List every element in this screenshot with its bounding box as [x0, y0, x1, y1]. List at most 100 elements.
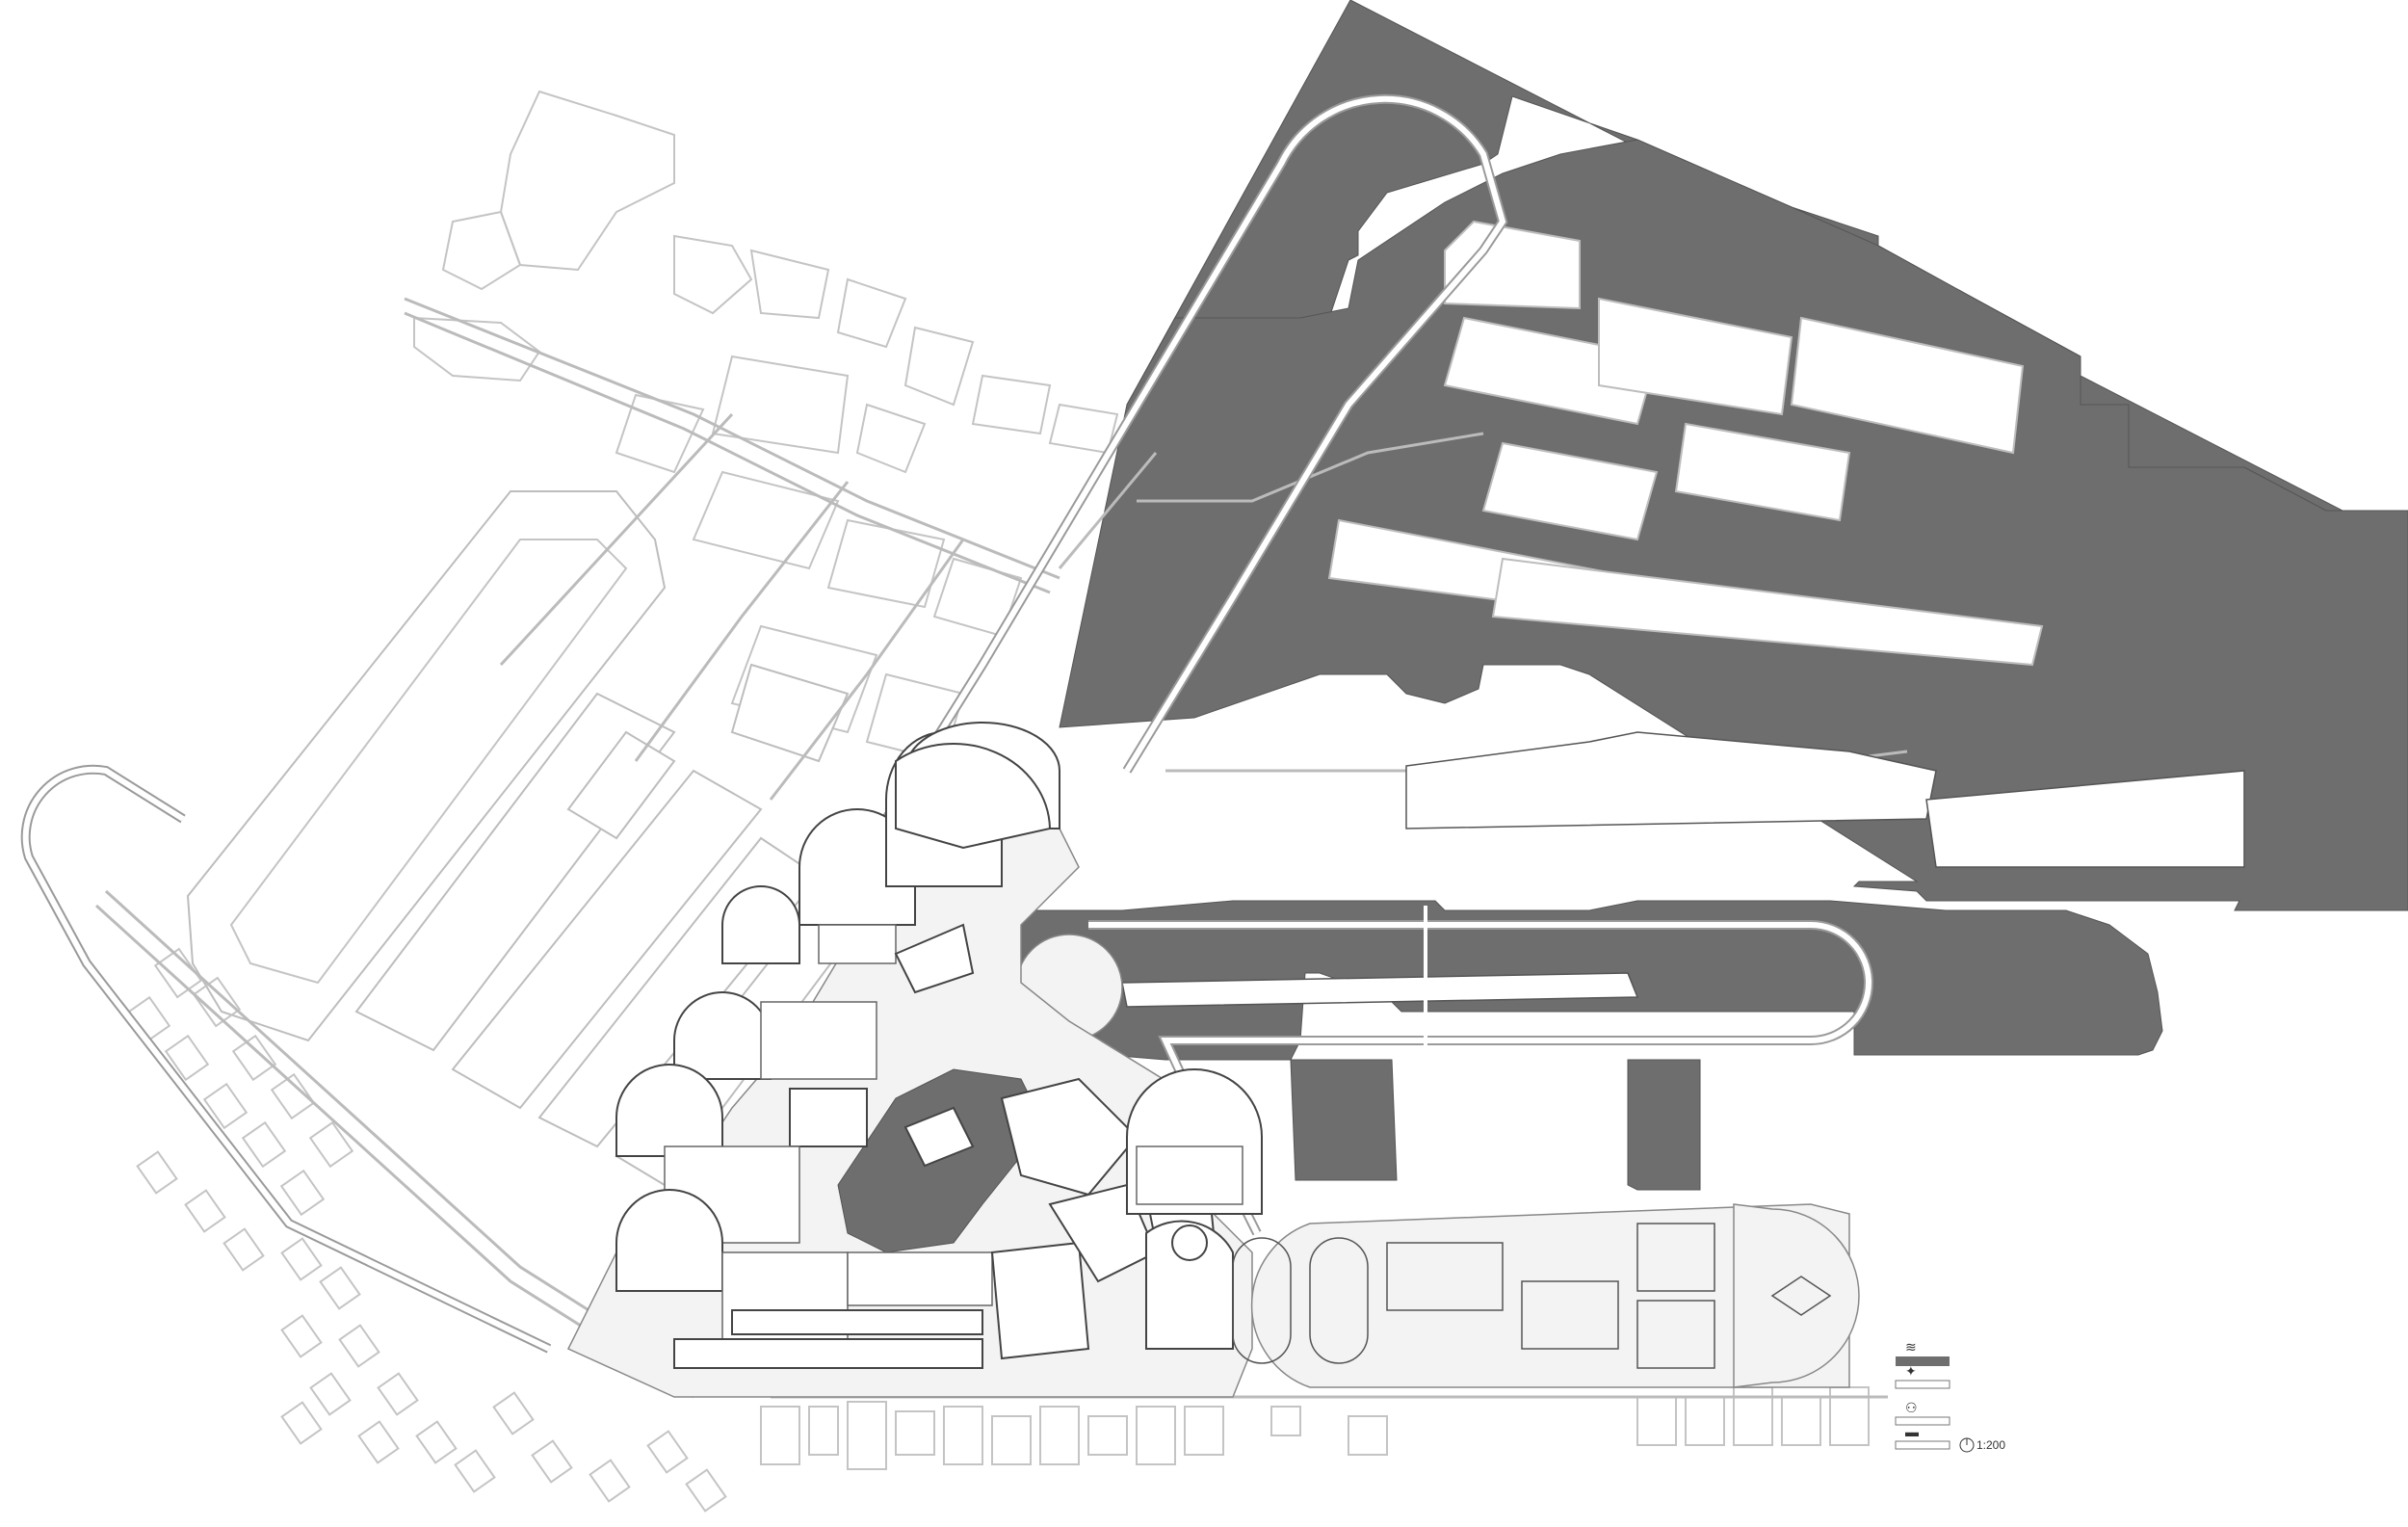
existing-house: [280, 1237, 323, 1281]
sw-small-buildings: [125, 947, 727, 1513]
existing-house: [377, 1372, 419, 1416]
existing-building: [1136, 1406, 1176, 1465]
existing-building: [760, 1406, 800, 1465]
block: [760, 1001, 877, 1080]
existing-building: [1270, 1406, 1301, 1436]
block: [1000, 1077, 1139, 1197]
block: [990, 1241, 1090, 1360]
rounded-block: [615, 1189, 723, 1292]
round-pavilion: [1171, 1224, 1208, 1261]
south-dock-1: [1290, 1059, 1398, 1181]
existing-house: [279, 1169, 326, 1217]
loop-promenades: [20, 93, 1873, 1354]
legend-walk: ✦: [1895, 1363, 1950, 1389]
existing-block: [451, 769, 763, 1110]
existing-block: [413, 316, 541, 382]
existing-house: [589, 1459, 631, 1503]
existing-warehouse-inner: [229, 539, 628, 985]
pedestrian-icon: ✦: [1905, 1363, 1917, 1379]
row-block: [673, 1338, 983, 1369]
soccer-field: [1636, 1223, 1715, 1292]
block: [789, 1088, 868, 1147]
east-finger-pier: [1405, 731, 1937, 829]
existing-house: [454, 1449, 496, 1493]
field-grid: [1386, 1242, 1504, 1311]
existing-building: [1781, 1396, 1821, 1446]
legend-bike: ⚇: [1895, 1400, 1950, 1426]
existing-building: [1685, 1396, 1725, 1446]
existing-house: [338, 1324, 380, 1368]
baseball-diamond: [1770, 1276, 1832, 1316]
scale-label: 1:200: [1976, 1438, 2005, 1452]
bicycle-icon: ⚇: [1905, 1400, 1918, 1415]
existing-house: [192, 976, 242, 1028]
existing-house: [685, 1468, 727, 1513]
legend-walk-bar: [1895, 1380, 1950, 1389]
existing-building: [991, 1415, 1032, 1465]
road: [499, 412, 734, 667]
soccer-field: [1521, 1280, 1619, 1350]
existing-house: [270, 1072, 316, 1120]
existing-block: [499, 90, 675, 272]
rounded-block: [673, 991, 772, 1080]
existing-house: [492, 1391, 535, 1435]
block: [894, 923, 975, 994]
rounded-block: [721, 885, 800, 964]
existing-house: [308, 1120, 354, 1169]
existing-block: [692, 470, 840, 570]
road: [769, 539, 965, 801]
existing-block: [673, 234, 753, 315]
existing-building: [1087, 1415, 1128, 1456]
existing-block: [1444, 220, 1581, 310]
existing-building: [1184, 1406, 1224, 1456]
block: [818, 924, 897, 964]
existing-house: [309, 1372, 352, 1416]
existing-house: [164, 1034, 210, 1082]
existing-block: [730, 663, 850, 763]
existing-block: [1491, 557, 2044, 667]
existing-house: [136, 1150, 178, 1195]
existing-house: [357, 1420, 400, 1464]
piers: [1015, 731, 2245, 1050]
road: [634, 481, 850, 762]
existing-house: [231, 1034, 277, 1082]
harbour-channel: [1059, 139, 2408, 911]
existing-building: [895, 1410, 935, 1456]
sports-park-ground: [1250, 1203, 1850, 1388]
existing-block: [1048, 403, 1119, 455]
existing-block: [1481, 441, 1659, 541]
existing-block: [711, 355, 850, 455]
existing-block: [749, 249, 830, 320]
civic-pavilion: [903, 1106, 975, 1168]
existing-building: [943, 1406, 983, 1465]
existing-house: [184, 1189, 226, 1233]
existing-block: [1674, 422, 1851, 522]
existing-block: [836, 277, 907, 349]
existing-house: [415, 1420, 458, 1464]
amphitheatre-block: [895, 742, 1052, 850]
existing-block: [1790, 316, 2025, 455]
existing-house: [280, 1401, 323, 1445]
existing-house: [646, 1430, 689, 1474]
legend: ≋ ✦ ⚇ ▬ 1:200: [1895, 1339, 2005, 1453]
existing-block: [566, 730, 676, 840]
legend-swim: ≋: [1896, 1339, 1950, 1366]
row-block: [731, 1309, 983, 1335]
existing-block: [903, 326, 975, 407]
existing-block: [826, 518, 946, 609]
existing-block: [441, 210, 522, 291]
long-pier: [1121, 972, 1639, 1008]
harbour-water: [986, 0, 2408, 1191]
existing-house: [222, 1227, 265, 1272]
legend-scale: 1:200: [1959, 1437, 2005, 1453]
legend-car-bar: [1895, 1440, 1950, 1450]
existing-block: [615, 393, 705, 474]
existing-building: [1039, 1406, 1080, 1465]
rounded-block: [615, 1064, 723, 1157]
existing-building: [1636, 1396, 1677, 1446]
existing-block: [1443, 316, 1659, 426]
existing-house: [319, 1266, 361, 1310]
existing-house: [280, 1314, 323, 1358]
inner-basin: [986, 871, 2163, 1061]
existing-building: [1348, 1415, 1388, 1456]
